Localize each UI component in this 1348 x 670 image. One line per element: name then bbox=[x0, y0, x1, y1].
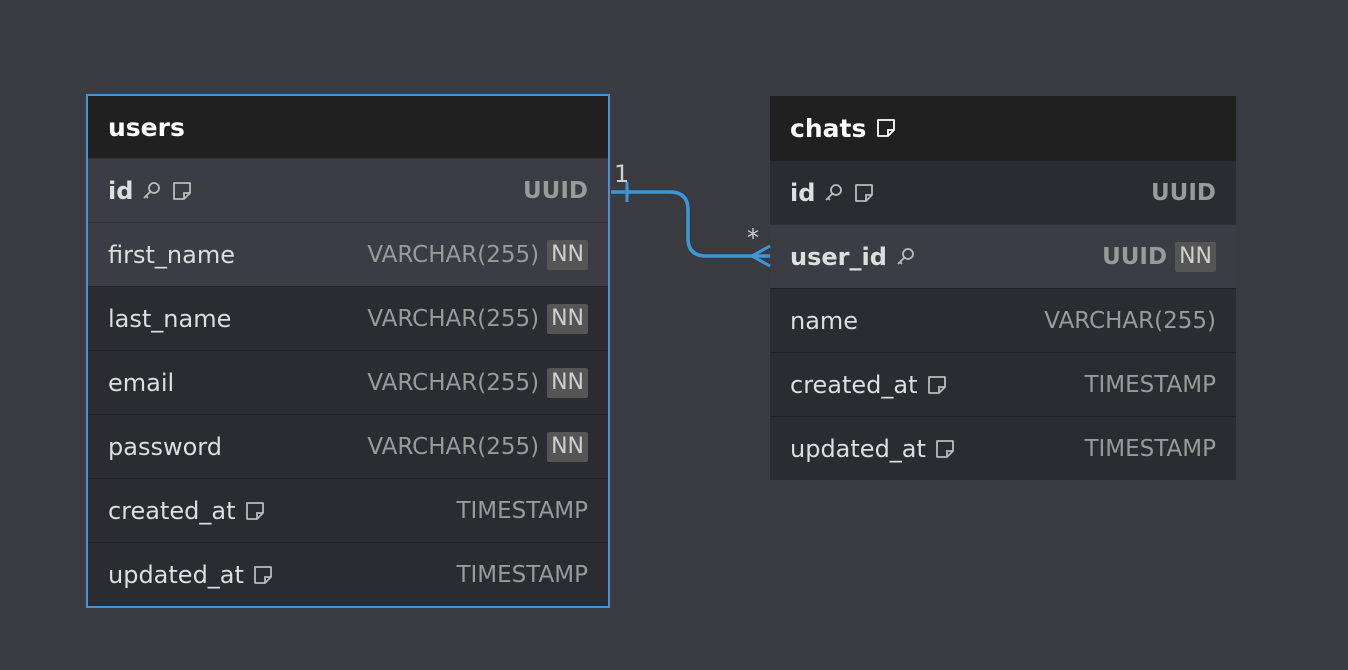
column-row-id[interactable]: id UUID bbox=[770, 160, 1236, 224]
column-row-created-at[interactable]: created_at TIMESTAMP bbox=[770, 352, 1236, 416]
column-name: password bbox=[108, 432, 222, 461]
column-row-first-name[interactable]: first_name VARCHAR(255) NN bbox=[88, 222, 608, 286]
column-type: TIMESTAMP bbox=[1084, 435, 1216, 462]
table-title: users bbox=[108, 112, 185, 142]
users-table-header[interactable]: users bbox=[88, 96, 608, 158]
column-row-id[interactable]: id UUID bbox=[88, 158, 608, 222]
column-row-password[interactable]: password VARCHAR(255) NN bbox=[88, 414, 608, 478]
column-type: TIMESTAMP bbox=[1084, 371, 1216, 398]
not-null-badge: NN bbox=[547, 431, 588, 462]
column-type: VARCHAR(255) bbox=[367, 241, 540, 268]
note-icon[interactable] bbox=[244, 500, 266, 522]
column-row-updated-at[interactable]: updated_at TIMESTAMP bbox=[88, 542, 608, 606]
column-type: UUID bbox=[1102, 243, 1168, 270]
column-type: VARCHAR(255) bbox=[1044, 307, 1216, 334]
column-name: updated_at bbox=[108, 560, 244, 589]
key-icon bbox=[895, 246, 917, 268]
column-row-user-id[interactable]: user_id UUID NN bbox=[770, 224, 1236, 288]
column-name: updated_at bbox=[790, 434, 926, 463]
column-type: VARCHAR(255) bbox=[367, 433, 540, 460]
note-icon[interactable] bbox=[252, 564, 274, 586]
note-icon[interactable] bbox=[934, 438, 956, 460]
table-title: chats bbox=[790, 113, 867, 143]
column-name: id bbox=[108, 176, 134, 205]
chats-table[interactable]: chats id UUID user_id UUID NN name VARCH… bbox=[770, 96, 1236, 480]
key-icon bbox=[823, 182, 845, 204]
column-name: user_id bbox=[790, 242, 887, 271]
column-type: UUID bbox=[522, 177, 588, 204]
note-icon[interactable] bbox=[926, 374, 948, 396]
cardinality-one-label: 1 bbox=[614, 160, 630, 188]
column-name: email bbox=[108, 368, 175, 397]
column-row-last-name[interactable]: last_name VARCHAR(255) NN bbox=[88, 286, 608, 350]
chats-table-header[interactable]: chats bbox=[770, 96, 1236, 160]
column-name: last_name bbox=[108, 304, 232, 333]
note-icon[interactable] bbox=[171, 180, 193, 202]
key-icon bbox=[141, 180, 163, 202]
column-type: VARCHAR(255) bbox=[367, 305, 540, 332]
column-name: name bbox=[790, 306, 859, 335]
column-type: UUID bbox=[1150, 179, 1216, 206]
column-row-email[interactable]: email VARCHAR(255) NN bbox=[88, 350, 608, 414]
not-null-badge: NN bbox=[547, 367, 588, 398]
column-name: id bbox=[790, 178, 816, 207]
column-row-updated-at[interactable]: updated_at TIMESTAMP bbox=[770, 416, 1236, 480]
not-null-badge: NN bbox=[547, 239, 588, 270]
column-name: created_at bbox=[790, 370, 918, 399]
column-row-name[interactable]: name VARCHAR(255) bbox=[770, 288, 1236, 352]
column-type: TIMESTAMP bbox=[456, 497, 588, 524]
column-type: TIMESTAMP bbox=[456, 561, 588, 588]
column-name: created_at bbox=[108, 496, 236, 525]
cardinality-many-label: * bbox=[747, 224, 759, 252]
users-table[interactable]: users id UUID first_name VARCHAR(255) NN… bbox=[86, 94, 610, 608]
column-type: VARCHAR(255) bbox=[367, 369, 540, 396]
column-row-created-at[interactable]: created_at TIMESTAMP bbox=[88, 478, 608, 542]
not-null-badge: NN bbox=[547, 303, 588, 334]
not-null-badge: NN bbox=[1175, 241, 1216, 272]
column-name: first_name bbox=[108, 240, 235, 269]
note-icon[interactable] bbox=[853, 182, 875, 204]
note-icon[interactable] bbox=[875, 117, 897, 139]
